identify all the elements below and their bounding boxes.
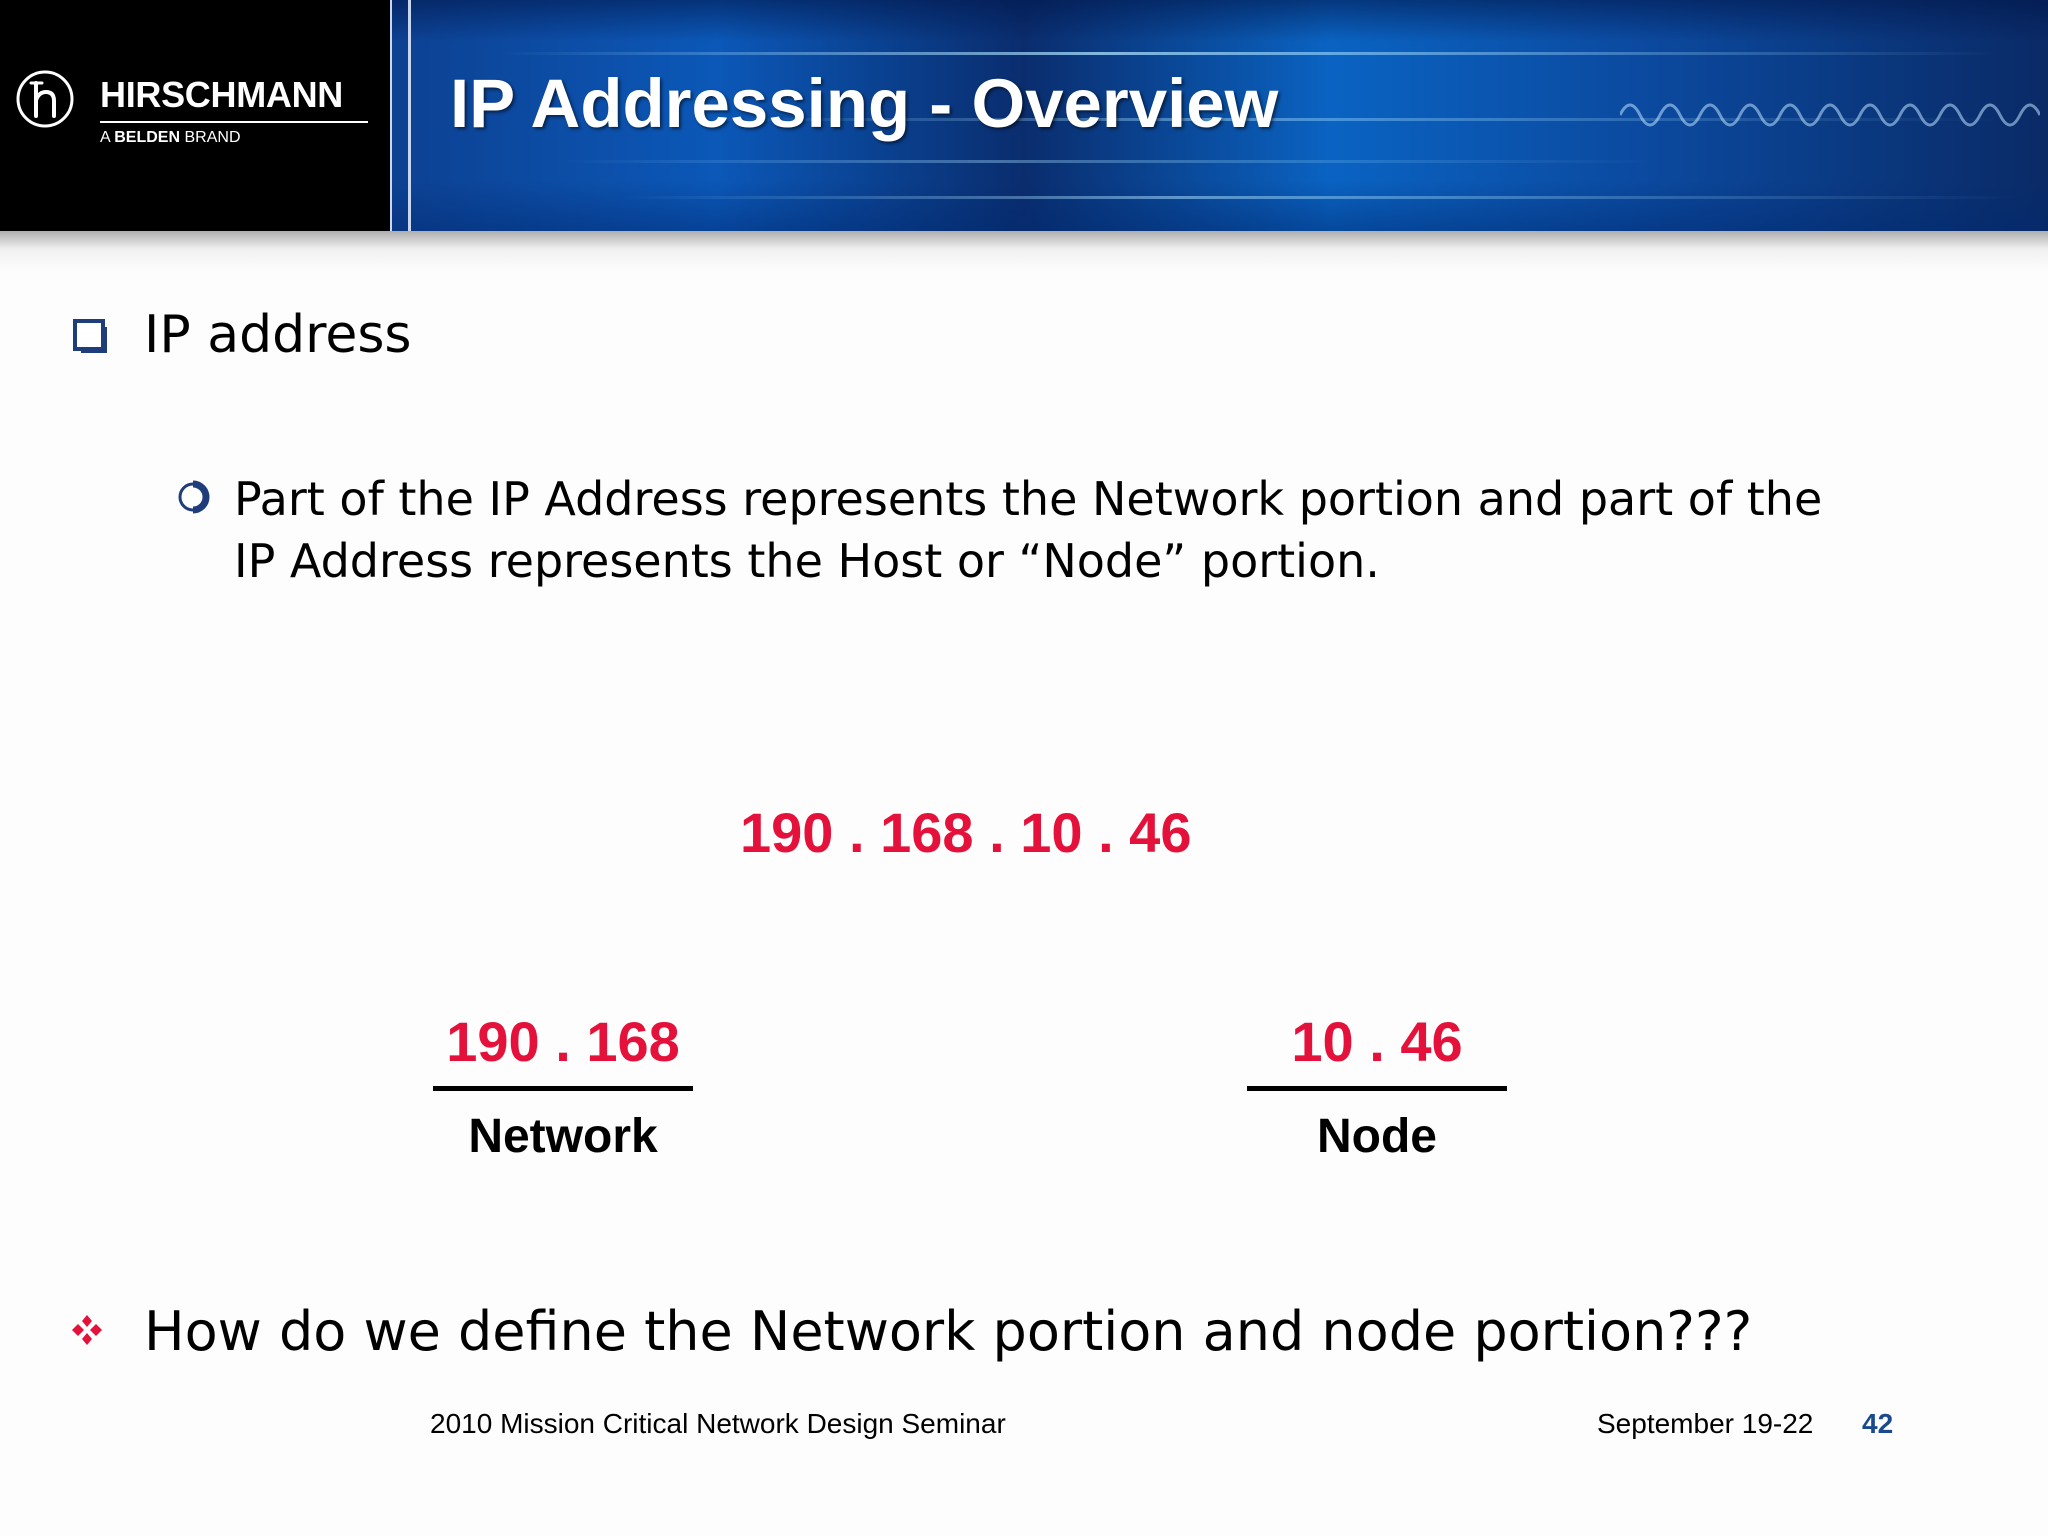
node-portion: 10 . 46 Node	[1247, 1010, 1507, 1164]
network-portion-value: 190 . 168	[446, 1010, 680, 1073]
network-portion-underline	[433, 1086, 693, 1091]
brand-tagline: A BELDEN BRAND	[100, 129, 241, 147]
header-light-streak	[500, 52, 2000, 55]
page-number: 42	[1862, 1408, 1894, 1439]
brand-tagline-bold: BELDEN	[114, 129, 181, 146]
ip-address-full: 190 . 168 . 10 . 46	[740, 801, 1192, 864]
bullet-network-host-description: Part of the IP Address represents the Ne…	[234, 472, 1823, 588]
brand-tagline-suffix: BRAND	[184, 129, 241, 146]
header-separator-line	[390, 0, 392, 231]
slide-header: HIRSCHMANN A BELDEN BRAND IP Addressing …	[0, 0, 2048, 231]
hollow-square-bullet-icon	[73, 319, 107, 353]
node-portion-value: 10 . 46	[1291, 1010, 1463, 1073]
hirschmann-h-logo-icon	[16, 70, 74, 128]
bullet-ip-address: IP address	[144, 305, 412, 365]
slide-title: IP Addressing - Overview	[450, 65, 1279, 142]
footer-date: September 19-22	[1597, 1408, 1814, 1439]
question-network-node: How do we define the Network portion and…	[144, 1300, 1753, 1363]
header-separator-line	[408, 0, 411, 231]
brand-divider	[100, 121, 368, 123]
header-light-streak	[560, 160, 1660, 163]
node-portion-underline	[1247, 1086, 1507, 1091]
header-shadow	[0, 231, 2048, 271]
network-portion-label: Network	[468, 1110, 658, 1163]
brand-logo-block: HIRSCHMANN A BELDEN BRAND	[0, 0, 390, 231]
header-wave-decoration	[1620, 103, 2040, 127]
node-portion-label: Node	[1317, 1110, 1437, 1163]
circle-bullet-icon	[178, 480, 210, 514]
brand-name: HIRSCHMANN	[100, 74, 343, 115]
four-diamond-bullet-icon	[72, 1315, 102, 1345]
header-light-streak	[700, 118, 2000, 121]
footer-seminar-title: 2010 Mission Critical Network Design Sem…	[430, 1408, 1006, 1439]
header-light-streak	[620, 196, 2020, 199]
network-portion: 190 . 168 Network	[433, 1010, 693, 1164]
brand-tagline-prefix: A	[100, 129, 110, 146]
